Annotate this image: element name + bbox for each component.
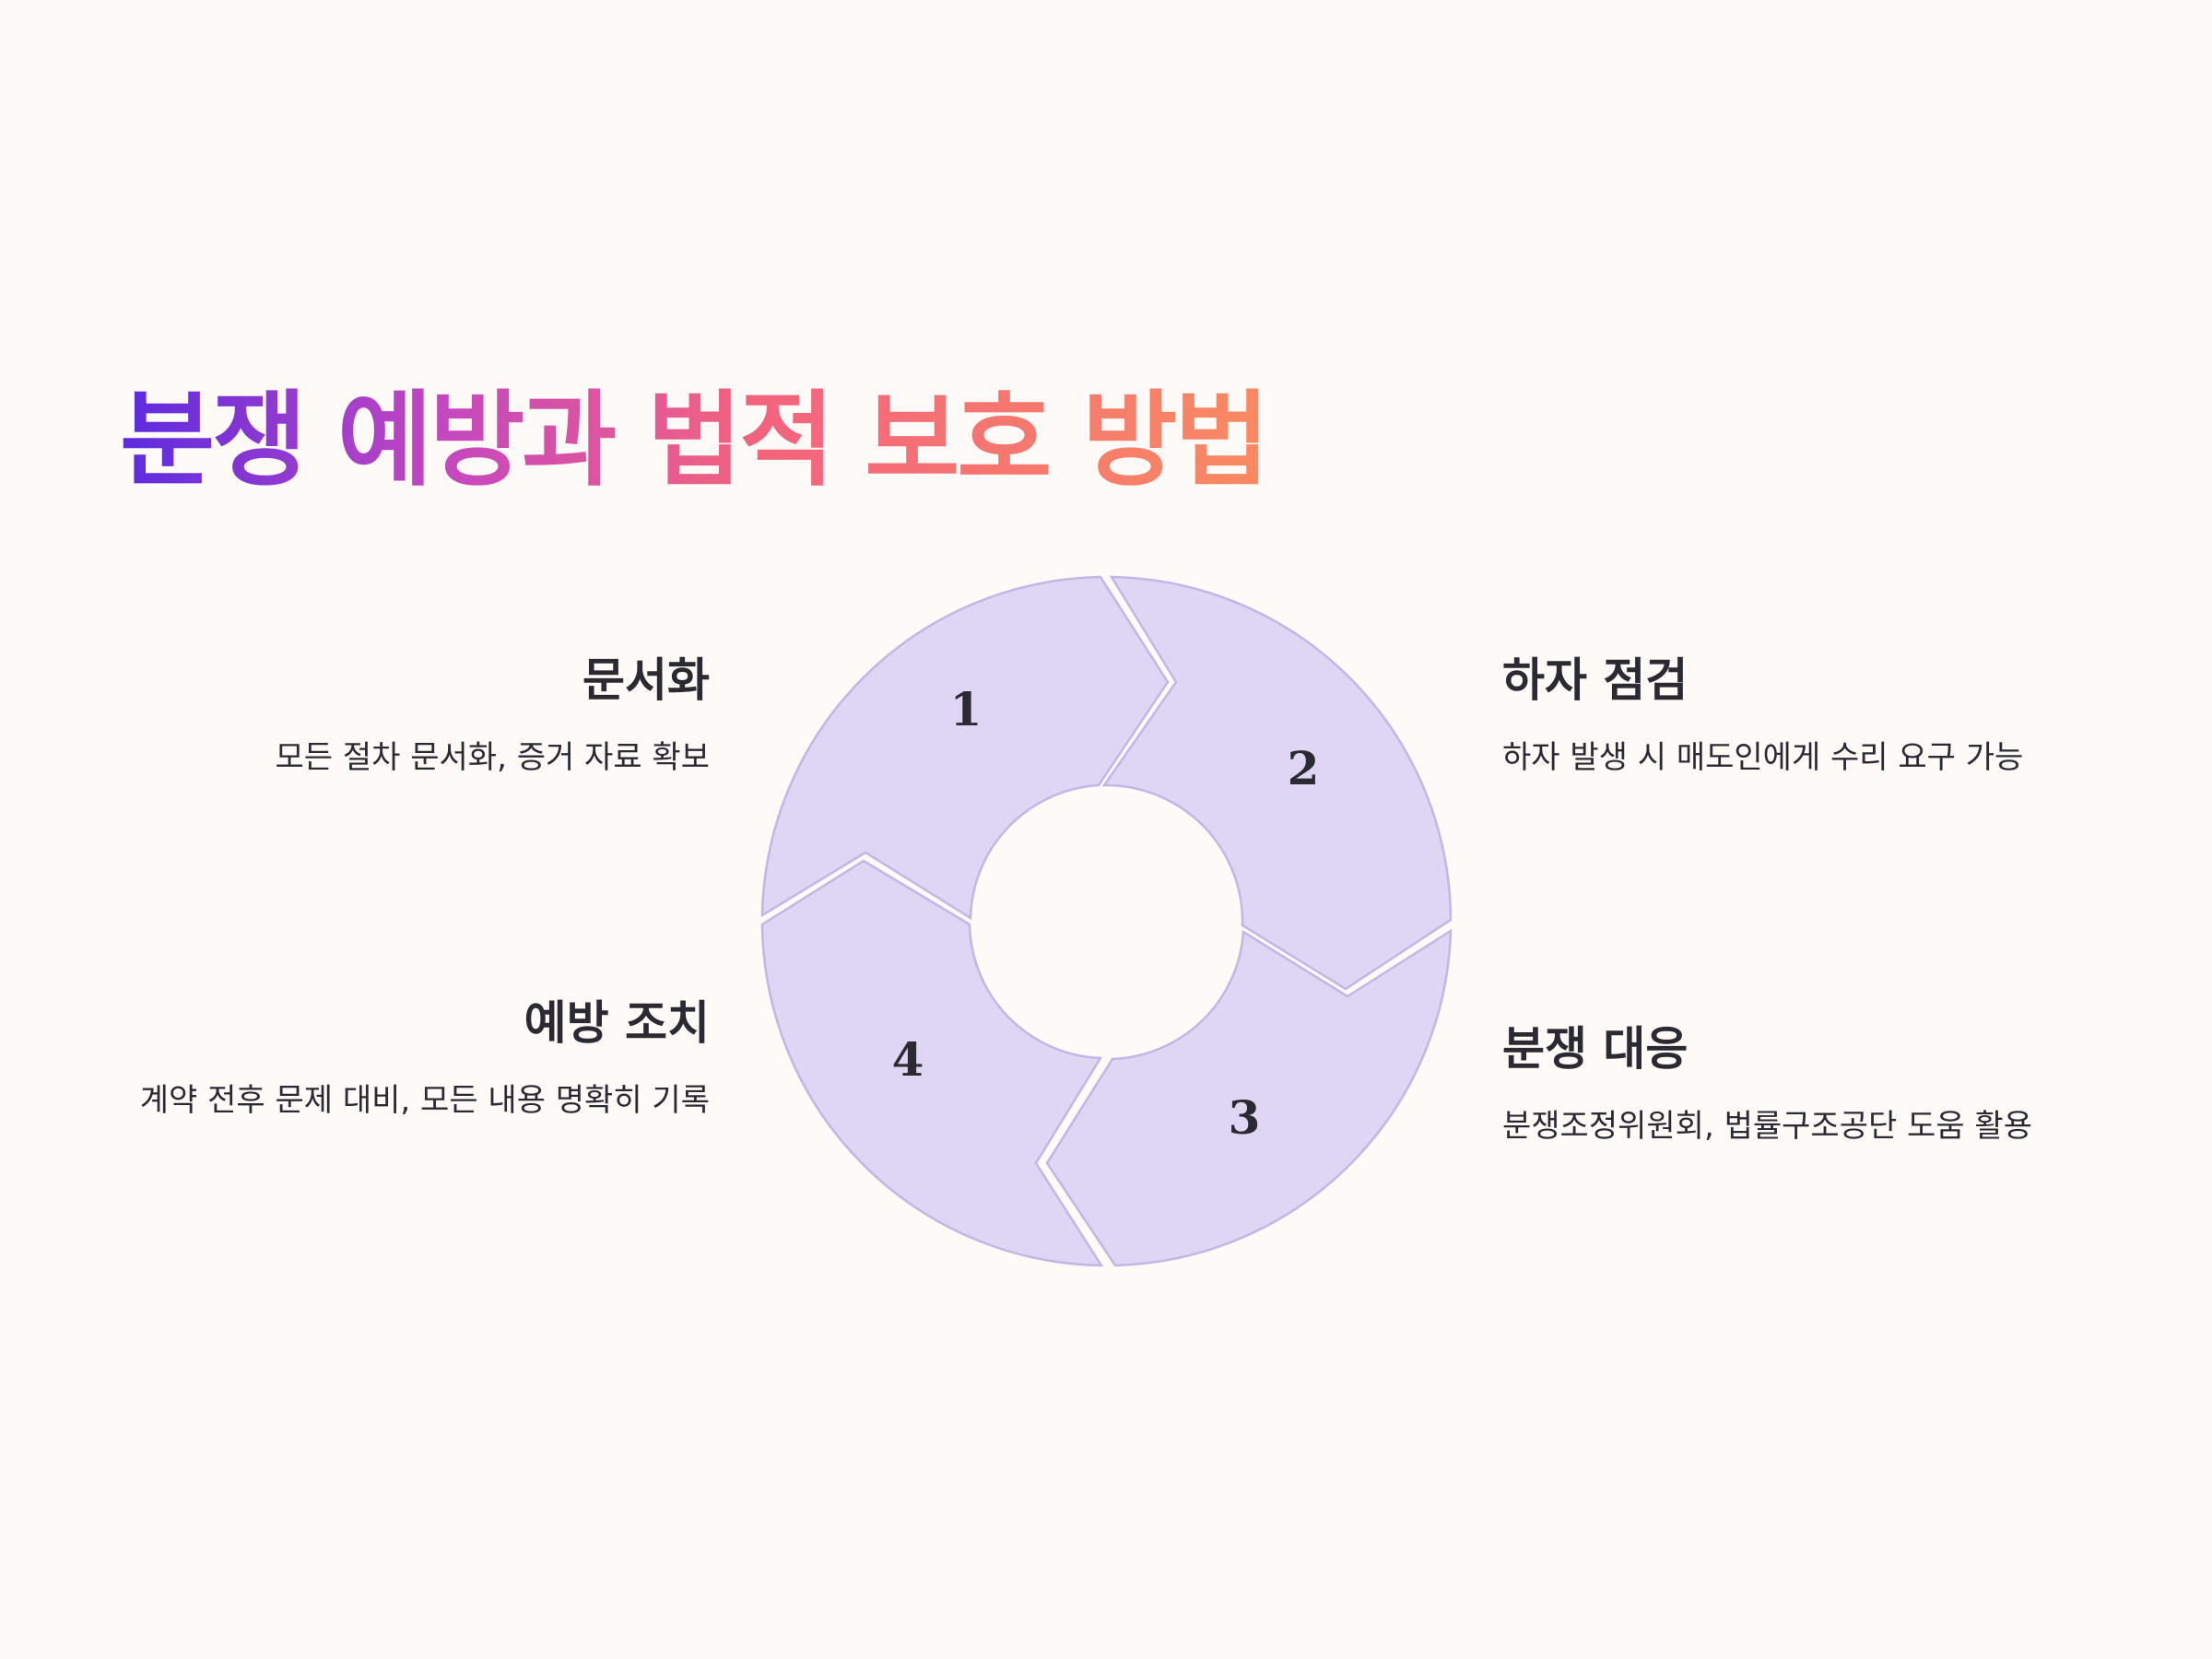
cycle-number-1: 1 <box>950 682 982 736</box>
step-defect-inspection: 하자 점검 하자 발생 시 매도인에게 수리 요구 가능 <box>1502 651 2147 783</box>
page-title: 분쟁 예방과 법적 보호 방법 <box>120 376 1269 505</box>
step-dispute-response: 분쟁 대응 분쟁조정위원회, 법률구조공단 도움 활용 <box>1502 1019 2147 1152</box>
step-description: 계약 전후 문제 대비, 모든 내용 명확히 기록 <box>139 1082 710 1119</box>
step-description: 모든 절차 문서화, 증거 자료 확보 <box>275 739 711 776</box>
cycle-segment-4-shape <box>760 859 1104 1267</box>
cycle-segment-3: 3 <box>1045 928 1453 1267</box>
step-title: 예방 조치 <box>524 996 710 1050</box>
step-documentation: 문서화 모든 절차 문서화, 증거 자료 확보 <box>65 651 711 783</box>
cycle-segment-1: 1 <box>760 575 1170 921</box>
cycle-segment-2-shape <box>1101 575 1453 991</box>
step-title: 분쟁 대응 <box>1502 1022 1688 1076</box>
cycle-segment-3-shape <box>1045 928 1453 1267</box>
cycle-number-3: 3 <box>1229 1090 1261 1145</box>
step-title: 하자 점검 <box>1502 653 1688 707</box>
cycle-segment-1-shape <box>760 575 1170 921</box>
step-description: 하자 발생 시 매도인에게 수리 요구 가능 <box>1502 739 2024 776</box>
step-title: 문서화 <box>582 653 710 707</box>
cycle-number-2: 2 <box>1288 741 1320 795</box>
step-description: 분쟁조정위원회, 법률구조공단 도움 활용 <box>1502 1108 2032 1145</box>
step-prevention: 예방 조치 계약 전후 문제 대비, 모든 내용 명확히 기록 <box>65 994 710 1126</box>
cycle-number-4: 4 <box>892 1032 924 1087</box>
cycle-segment-2: 2 <box>1101 575 1453 991</box>
cycle-segment-4: 4 <box>760 859 1104 1267</box>
